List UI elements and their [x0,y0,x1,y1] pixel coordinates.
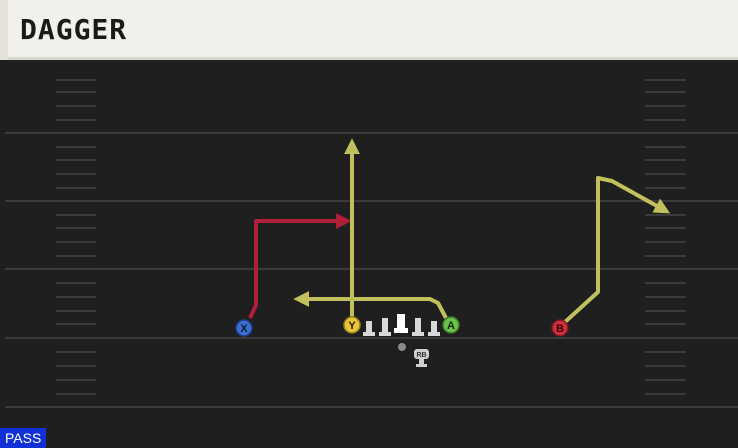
receiver-b-label: B [556,323,564,335]
receiver-a-label: A [447,320,455,332]
receiver-x[interactable]: X [235,319,253,337]
offensive-line [363,314,440,336]
lineman-icon [363,321,375,336]
rb-label: RB [416,352,426,359]
center-icon [394,314,408,333]
play-field: RB X Y A B [5,79,738,408]
lineman-icon [428,321,440,336]
receiver-a[interactable]: A [442,316,460,334]
title-accent-strip [0,0,8,60]
receiver-b[interactable]: B [551,319,569,337]
pass-mode-badge: PASS [0,428,47,448]
play-title: DAGGER [20,13,128,46]
running-back-marker[interactable]: RB [414,349,429,367]
quarterback-marker[interactable] [398,343,406,351]
hash-marks-right [645,79,686,395]
yard-lines [5,132,738,408]
hash-marks-left [56,79,96,395]
route-x-out[interactable] [248,213,352,319]
play-title-bar: DAGGER [0,0,738,60]
receiver-y-label: Y [348,320,356,332]
route-a-drag[interactable] [293,291,448,319]
lineman-icon [379,318,391,336]
receiver-x-label: X [240,323,248,335]
lineman-icon [412,318,424,336]
route-b-corner[interactable] [563,176,671,324]
receiver-y[interactable]: Y [343,316,361,334]
